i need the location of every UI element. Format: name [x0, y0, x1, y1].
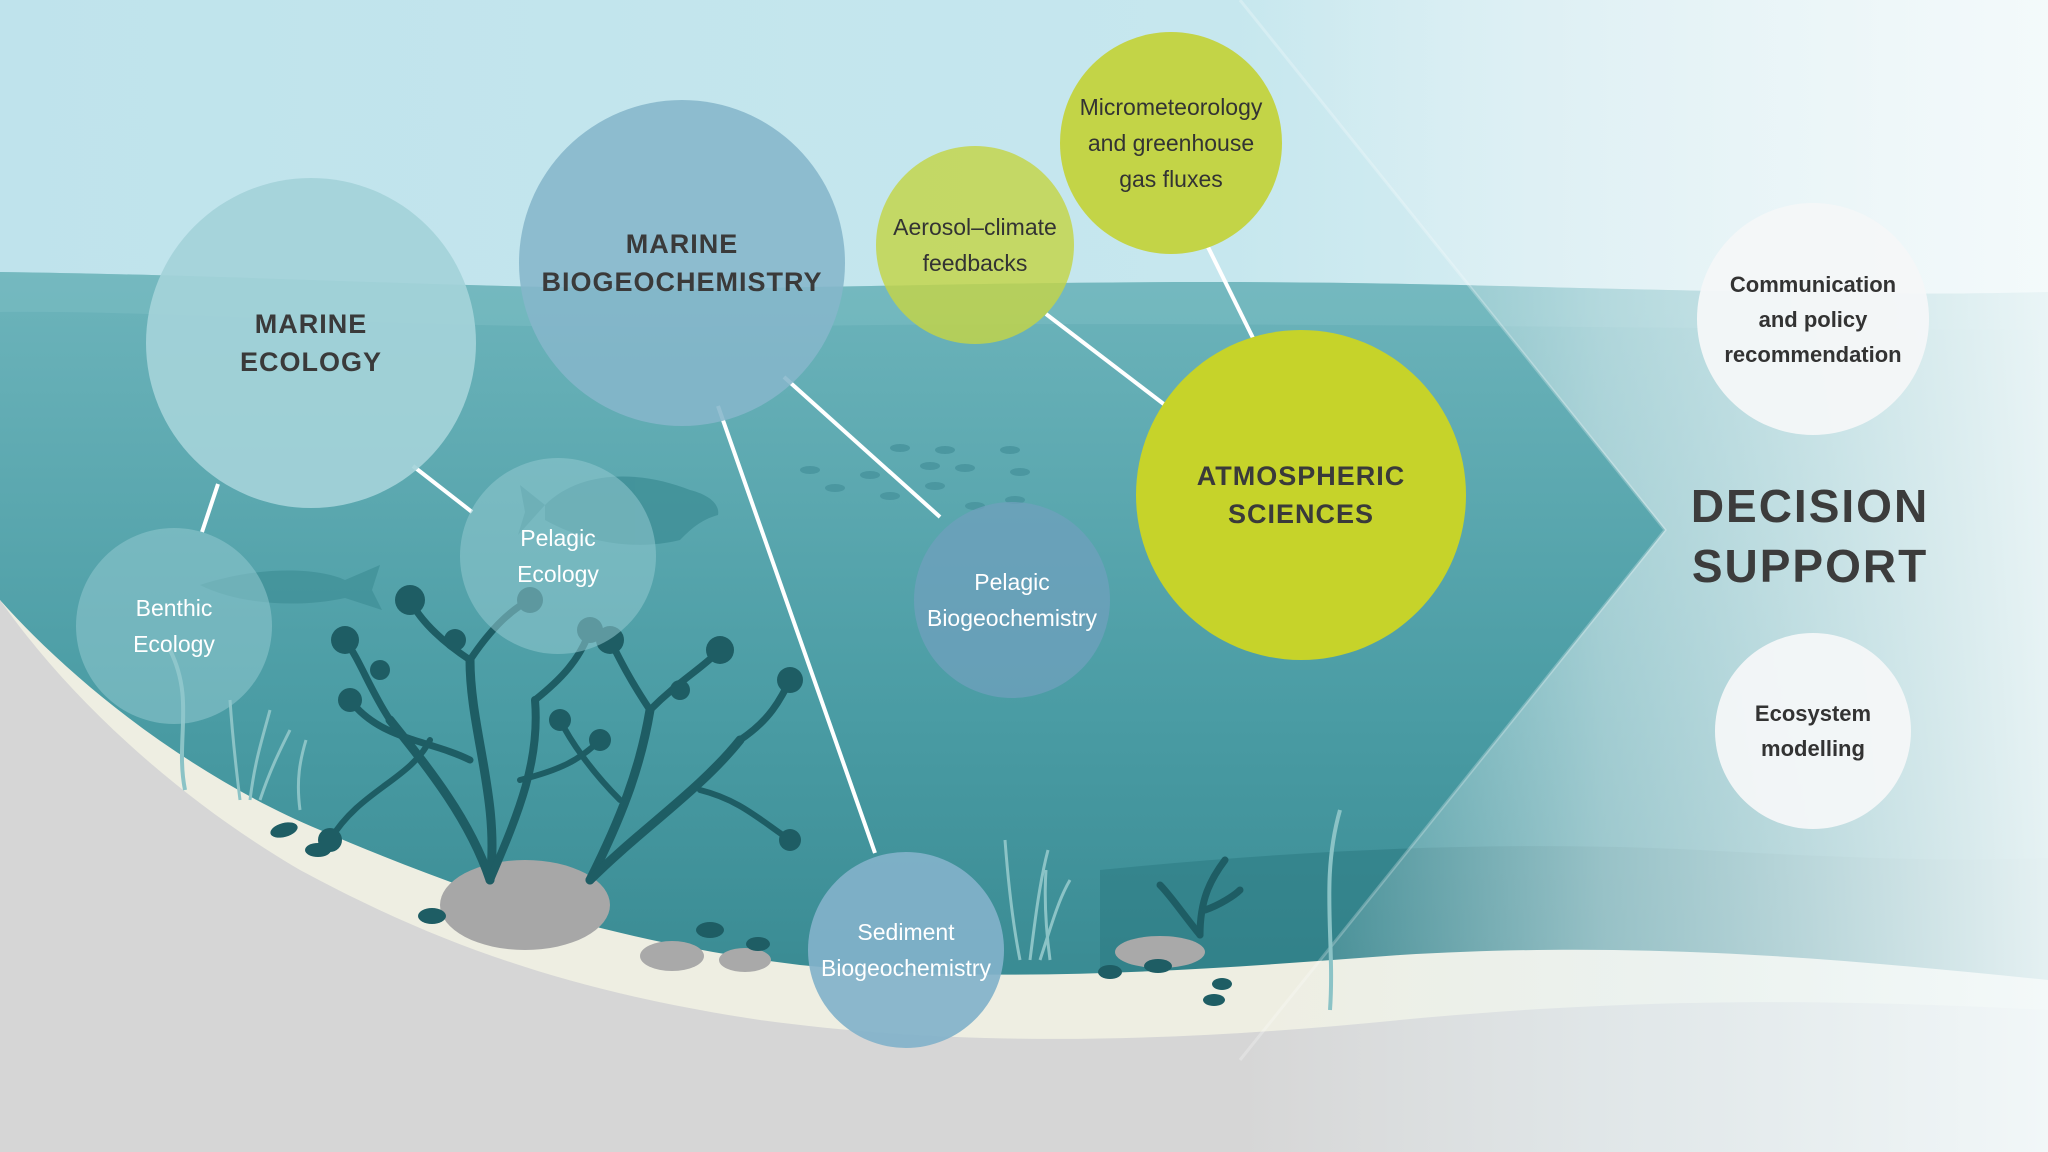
atmospheric-sciences-node: ATMOSPHERIC SCIENCES: [1136, 330, 1466, 660]
pelagic-ecology-label: Pelagic Ecology: [517, 525, 599, 587]
benthic-ecology-node: Benthic Ecology: [76, 528, 272, 724]
atmospheric-sciences-label: ATMOSPHERIC SCIENCES: [1196, 461, 1406, 529]
connector-lines: [200, 242, 1255, 854]
line-atmos-aerosol: [1044, 312, 1167, 407]
seagrass: [228, 699, 1072, 961]
line-biogeo-pelagic: [782, 375, 942, 519]
ecosystem-modelling-node: Ecosystem modelling: [1715, 633, 1911, 829]
communication-policy-node: Communication and policy recommendation: [1697, 203, 1929, 435]
stone: [1115, 936, 1205, 968]
pelagic-ecology-node: Pelagic Ecology: [460, 458, 656, 654]
pelagic-biogeochemistry-node: Pelagic Biogeochemistry: [914, 502, 1110, 698]
line-atmos-micromet: [1204, 242, 1255, 339]
sediment-biogeochemistry-node: Sediment Biogeochemistry: [808, 852, 1004, 1048]
line-ecology-benthic: [200, 483, 220, 533]
mussels: [270, 822, 1232, 1006]
stone: [640, 941, 704, 971]
marine-biogeochemistry-label: MARINE BIOGEOCHEMISTRY: [541, 229, 823, 297]
benthic-ecology-label: Benthic Ecology: [133, 595, 215, 657]
line-ecology-pelagic: [411, 464, 474, 514]
micrometeorology-label: Micrometeorology and greenhouse gas flux…: [1079, 94, 1263, 192]
sediment-biogeochemistry-label: Sediment Biogeochemistry: [820, 919, 992, 981]
marine-ecology-label: MARINE ECOLOGY: [239, 309, 382, 377]
decision-support-title: DECISION SUPPORT: [1690, 480, 1930, 592]
pelagic-biogeochemistry-label: Pelagic Biogeochemistry: [926, 569, 1098, 631]
micrometeorology-node: Micrometeorology and greenhouse gas flux…: [1060, 32, 1282, 254]
marine-ecology-node: MARINE ECOLOGY: [146, 178, 476, 508]
decision-arrow-edge: [1238, 0, 1667, 1061]
line-biogeo-sediment: [716, 405, 877, 854]
communication-policy-label: Communication and policy recommendation: [1724, 271, 1902, 367]
small-kelp: [1156, 856, 1244, 939]
stone: [719, 948, 771, 972]
aerosol-climate-node: Aerosol–climate feedbacks: [876, 146, 1074, 344]
large-stone: [440, 860, 610, 950]
ecosystem-modelling-label: Ecosystem modelling: [1754, 701, 1872, 761]
marine-biogeochemistry-node: MARINE BIOGEOCHEMISTRY: [519, 100, 845, 426]
aerosol-climate-label: Aerosol–climate feedbacks: [893, 214, 1057, 276]
